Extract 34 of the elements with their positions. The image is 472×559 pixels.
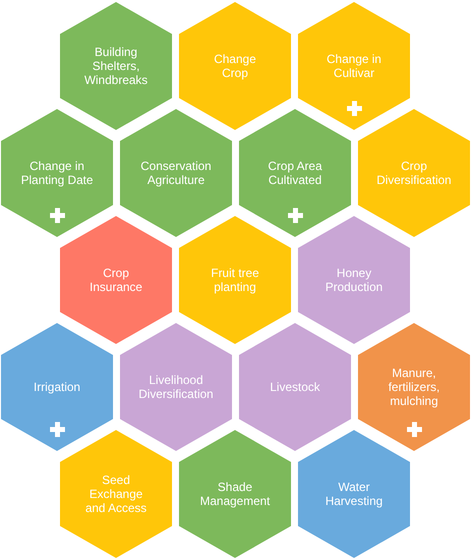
hexagon-tile bbox=[298, 2, 410, 130]
hexagon-tile bbox=[1, 109, 113, 237]
hexagon-tile bbox=[358, 109, 470, 237]
tile-label: Change in Cultivar bbox=[326, 52, 382, 80]
tile-label: Livelihood Diversification bbox=[138, 373, 214, 401]
tile-label: Crop Insurance bbox=[89, 266, 143, 294]
hexagon-tile bbox=[179, 216, 291, 344]
tile-label: Shade Management bbox=[199, 480, 271, 508]
tile-label: Irrigation bbox=[33, 380, 81, 394]
hexagon-tile bbox=[60, 2, 172, 130]
hexagon-tile bbox=[239, 323, 351, 451]
tile-label: Honey Production bbox=[324, 266, 384, 294]
tile-label: Seed Exchange and Access bbox=[84, 473, 148, 515]
tile-label: Manure, fertilizers, mulching bbox=[388, 366, 440, 408]
hexagon-tile bbox=[239, 109, 351, 237]
tile-label: Change in Planting Date bbox=[20, 159, 94, 187]
tile-label: Water Harvesting bbox=[324, 480, 384, 508]
tile-label: Crop Area Cultivated bbox=[267, 159, 323, 187]
hexagon-tile bbox=[179, 2, 291, 130]
hexagon-tile bbox=[60, 216, 172, 344]
tile-label: Livestock bbox=[269, 380, 321, 394]
hexagon-tile bbox=[298, 430, 410, 558]
tile-label: Conservation Agriculture bbox=[140, 159, 212, 187]
hexagon-tile bbox=[179, 430, 291, 558]
hexagon-tile bbox=[1, 323, 113, 451]
hexagon-tile bbox=[298, 216, 410, 344]
tile-label: Change Crop bbox=[213, 52, 257, 80]
hexagon-tile bbox=[120, 109, 232, 237]
tile-label: Fruit tree planting bbox=[210, 266, 260, 294]
tile-label: Building Shelters, Windbreaks bbox=[84, 45, 148, 87]
tile-label: Crop Diversification bbox=[376, 159, 452, 187]
hexagon-tile bbox=[60, 430, 172, 558]
hexagon-tile bbox=[120, 323, 232, 451]
hexagon-tile bbox=[358, 323, 470, 451]
